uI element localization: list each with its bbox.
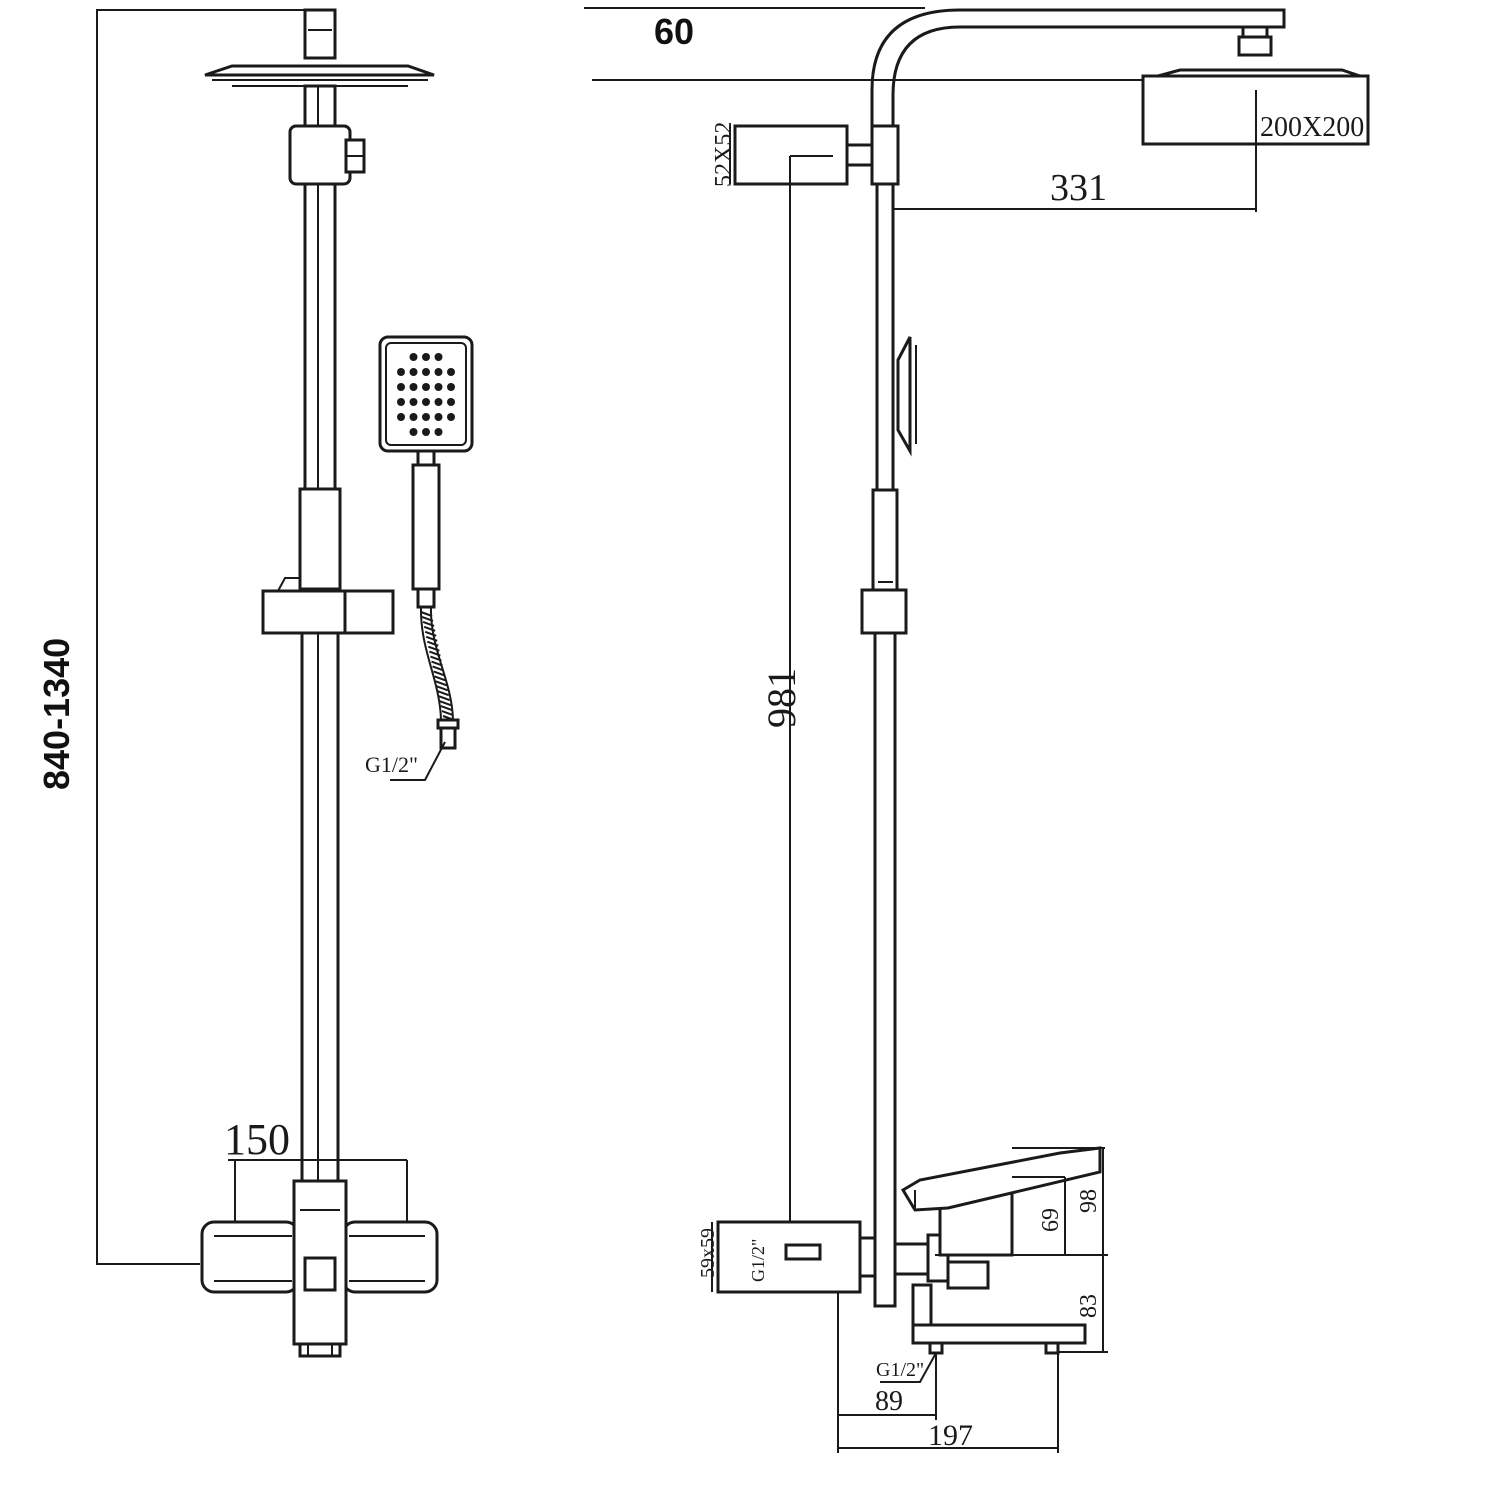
arm-drop-dimension [584, 7, 1158, 81]
nozzle-dot [409, 398, 418, 406]
wall-thread-label: G1/2" [748, 1239, 768, 1282]
outlet-offset-label: 89 [875, 1386, 903, 1417]
nozzle-dot [409, 353, 418, 361]
spout-drop-label: 83 [1076, 1294, 1102, 1318]
hose-thread-leader [390, 741, 446, 781]
total-depth-label: 197 [928, 1419, 973, 1452]
mixer-height-label: 69 [1038, 1208, 1064, 1232]
mixer-height-dimensions [935, 1147, 1108, 1353]
nozzle-dot [434, 368, 443, 376]
side-view: 60 200X200 331 [584, 7, 1370, 1453]
nozzle-dot [447, 413, 455, 421]
front-view: 840-1340 [36, 8, 474, 1358]
nozzle-dot [447, 398, 455, 406]
hand-shower-handle [411, 449, 441, 609]
top-diverter-block [288, 124, 366, 186]
spout-spacing-dimension [228, 1159, 408, 1222]
base-size-label: 59x59 [697, 1228, 719, 1278]
top-holder-side [729, 124, 874, 186]
head-size-label: 200X200 [1260, 112, 1364, 143]
nozzle-dot [422, 398, 430, 406]
hand-shower-holder-side [860, 581, 908, 635]
nozzle-dot [447, 383, 455, 391]
main-pipe-side [870, 124, 900, 1308]
nozzle-dot [434, 353, 443, 361]
spout-spacing-label: 150 [224, 1115, 290, 1164]
arm-reach-label: 331 [1050, 167, 1107, 209]
nozzle-dot [422, 353, 430, 361]
nozzle-dot [422, 383, 430, 391]
nozzle-dot [422, 428, 430, 436]
nozzle-dot [434, 413, 443, 421]
telescopic-sleeve [298, 487, 342, 591]
holder-size-label: 52X52 [711, 122, 737, 187]
nozzle-dot [434, 398, 443, 406]
mixer-total-label: 98 [1076, 1189, 1102, 1213]
shower-arm-side [870, 8, 1286, 126]
mixer-body-side [893, 1146, 1102, 1355]
depth-dimensions [837, 1292, 1059, 1453]
nozzle-dot [397, 383, 405, 391]
nozzle-dot [422, 413, 430, 421]
nozzle-dot [397, 413, 405, 421]
arm-drop-label: 60 [654, 11, 694, 52]
height-range-label: 840-1340 [36, 638, 77, 790]
inlet-thread-label: G1/2" [876, 1359, 924, 1381]
nozzle-dot [397, 368, 405, 376]
wall-base-side [711, 1220, 877, 1294]
nozzle-dot [397, 398, 405, 406]
mixer-body-front [200, 1179, 439, 1358]
nozzle-dot [434, 383, 443, 391]
pipe-length-label: 981 [759, 668, 804, 728]
nozzle-dot [434, 428, 443, 436]
nozzle-dot [409, 368, 418, 376]
nozzle-dot [409, 383, 418, 391]
nozzle-dot [422, 368, 430, 376]
shower-hose [419, 606, 460, 750]
nozzle-grid-icon [397, 353, 455, 436]
inlet-thread-leader [880, 1352, 937, 1383]
lower-pipe-front [300, 631, 340, 1183]
nozzle-dot [447, 368, 455, 376]
nozzle-dot [409, 413, 418, 421]
hand-shower-head [378, 335, 474, 453]
hose-thread-label: G1/2" [365, 752, 418, 777]
rain-shower-head-side [1141, 25, 1370, 212]
height-dimension-line [96, 9, 305, 1265]
nozzle-dot [409, 428, 418, 436]
hand-shower-side [896, 336, 917, 457]
rain-shower-head-front [204, 8, 435, 87]
